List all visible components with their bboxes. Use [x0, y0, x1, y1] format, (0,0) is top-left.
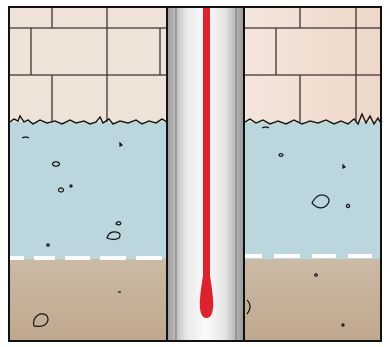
pebble-icon	[69, 184, 73, 188]
pebble-icon	[106, 231, 121, 241]
left-ground-panel	[9, 8, 168, 340]
right-soil-layer	[245, 259, 380, 340]
thermometer	[168, 8, 243, 340]
grass-icon	[9, 114, 168, 125]
left-water-layer	[10, 122, 167, 260]
pebble-icon	[278, 153, 284, 157]
outer-frame	[8, 6, 382, 342]
pebble-icon	[314, 273, 318, 277]
mercury-column	[203, 8, 210, 288]
pebble-icon	[345, 203, 351, 209]
left-pebbles	[21, 136, 124, 327]
pebble-icon	[341, 323, 345, 327]
left-brick-wall	[10, 8, 167, 126]
pebble-icon	[51, 161, 61, 167]
right-brick-mortar	[245, 8, 380, 122]
right-pebbles	[246, 126, 351, 327]
pebble-icon	[261, 126, 270, 129]
right-water-layer	[245, 122, 380, 260]
pebble-icon	[46, 243, 50, 247]
pebble-icon	[115, 221, 122, 226]
pebble-icon	[33, 313, 49, 327]
left-brick-mortar	[10, 8, 167, 122]
pebble-icon	[311, 194, 330, 209]
pebble-icon	[246, 299, 251, 315]
right-ground-panel	[243, 8, 381, 340]
pebble-icon	[342, 163, 347, 169]
mercury-bulb	[199, 276, 214, 318]
right-brick-wall	[245, 8, 380, 126]
grass-icon	[244, 112, 381, 126]
pebble-icon	[119, 141, 124, 147]
pebble-icon	[21, 136, 30, 139]
pebble-icon	[57, 187, 65, 193]
left-soil-layer	[10, 259, 167, 340]
